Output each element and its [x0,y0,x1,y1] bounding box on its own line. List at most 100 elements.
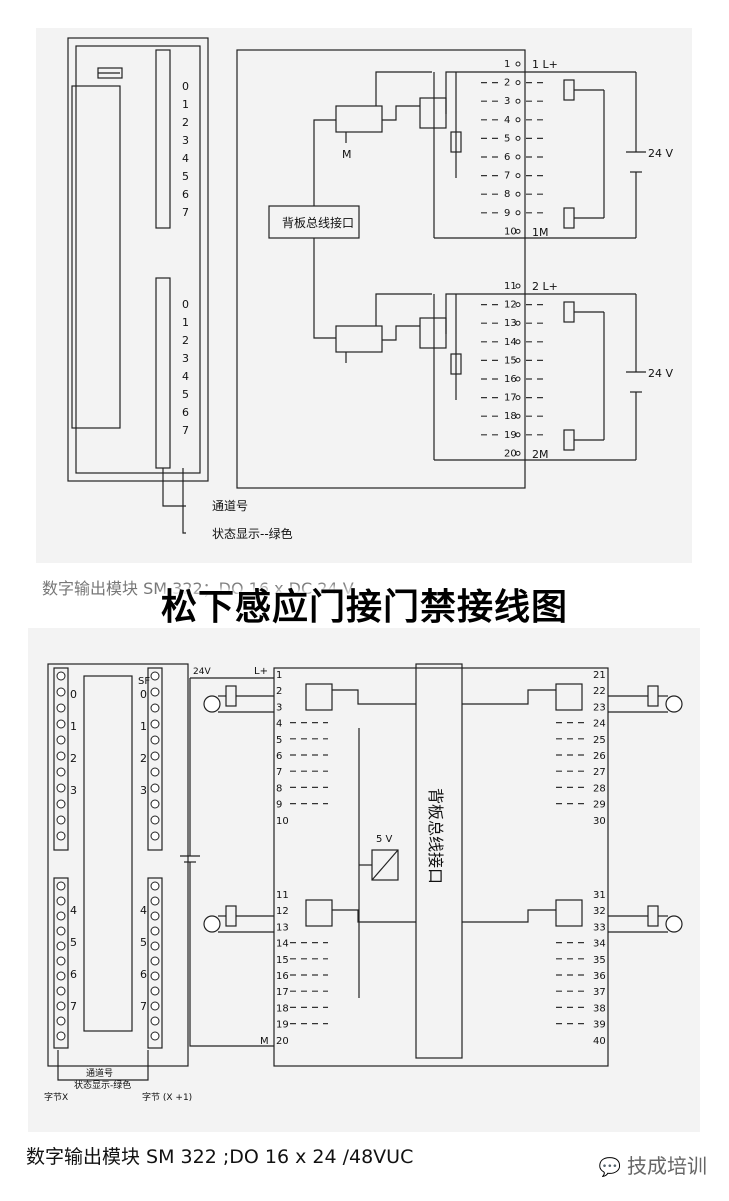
group2-m-label: 2M [532,448,549,461]
group1-m-label: 1M [532,226,549,239]
led-left-a-5 [56,751,66,761]
led-right-a-3 [150,719,160,729]
terminal-dot-15 [515,357,521,363]
led-right-b-0 [150,881,160,891]
terminal-6: 6 [276,751,282,762]
terminal-25: 25 [593,735,606,746]
terminal-7: 7 [504,171,510,182]
terminal-5: 5 [504,133,510,144]
led-left-b-7 [56,986,66,996]
led-left-b-3 [56,926,66,936]
terminal-12: 12 [504,300,517,311]
led-right-b-5 [150,956,160,966]
terminal-dot-5 [515,135,521,141]
terminal-36: 36 [593,971,606,982]
m-label-bottom: M [260,1036,269,1047]
terminal-33: 33 [593,922,606,933]
terminal-17: 17 [504,393,517,404]
channel-1-lower: 1 [182,316,189,329]
terminal-31: 31 [593,890,606,901]
terminal-38: 38 [593,1003,606,1014]
led-right-a-1 [150,687,160,697]
led-right-b-3 [150,926,160,936]
terminal-dot-20 [515,450,521,456]
watermark: 💬技成培训 [599,1150,707,1179]
byte-x1-channel-5: 5 [140,936,147,949]
channel-0-lower: 0 [182,298,189,311]
terminal-13: 13 [276,922,289,933]
sf-label: SF [138,676,150,687]
led-right-a-0 [150,671,160,681]
led-right-a-4 [150,735,160,745]
led-right-a-8 [150,799,160,809]
terminal-dot-3 [515,98,521,104]
terminal-32: 32 [593,906,606,917]
terminal-19: 19 [504,430,517,441]
status-display-label-bottom: 状态显示-绿色 [74,1079,131,1091]
led-right-b-8 [150,1001,160,1011]
led-left-a-6 [56,767,66,777]
byte-x1-channel-4: 4 [140,904,147,917]
channel-3-upper: 3 [182,134,189,147]
channel-2-upper: 2 [182,116,189,129]
byte-x-channel-5: 5 [70,936,77,949]
terminal-9: 9 [276,800,282,811]
terminal-11: 11 [504,281,517,292]
terminal-13: 13 [504,318,517,329]
bottom-wiring-diagram: 24V L+ M 5 V SF 背板总线接口 通道号 状态显示-绿色 字节X 字… [44,663,683,1103]
terminal-12: 12 [276,906,289,917]
terminal-8: 8 [276,783,282,794]
bus-interface-label: 背板总线接口 [282,215,354,230]
terminal-dot-18 [515,413,521,419]
terminal-5: 5 [276,735,282,746]
led-left-a-9 [56,815,66,825]
terminal-2: 2 [504,78,510,89]
terminal-dot-17 [515,395,521,401]
byte-x-channel-4: 4 [70,904,77,917]
led-right-a-2 [150,703,160,713]
led-left-b-1 [56,896,66,906]
led-left-b-6 [56,971,66,981]
terminal-dot-16 [515,376,521,382]
terminal-dot-14 [515,339,521,345]
led-left-a-8 [56,799,66,809]
byte-x-label: 字节X [44,1091,68,1103]
channel-7-lower: 7 [182,424,189,437]
terminal-dot-11 [515,283,521,289]
led-right-b-10 [150,1031,160,1041]
bus-interface-vertical: 背板总线接口 [426,788,445,884]
channel-7-upper: 7 [182,206,189,219]
led-left-b-4 [56,941,66,951]
terminal-15: 15 [276,955,289,966]
led-left-b-9 [56,1016,66,1026]
lplus-label: L+ [254,666,268,677]
terminal-dot-4 [515,117,521,123]
bottom-caption: 数字输出模块 SM 322 ;DO 16 x 24 /48VUC [26,1146,414,1168]
terminal-16: 16 [504,374,517,385]
terminal-dot-12 [515,302,521,308]
terminal-16: 16 [276,971,289,982]
terminal-29: 29 [593,800,606,811]
led-right-b-7 [150,986,160,996]
supply-label-1: 24 V [648,147,673,160]
terminal-6: 6 [504,152,510,163]
channel-0-upper: 0 [182,80,189,93]
terminal-39: 39 [593,1020,606,1031]
terminal-30: 30 [593,816,606,827]
terminal-40: 40 [593,1036,606,1047]
terminal-3: 3 [276,702,282,713]
channel-6-upper: 6 [182,188,189,201]
led-left-a-2 [56,703,66,713]
byte-x1-channel-7: 7 [140,1000,147,1013]
channel-6-lower: 6 [182,406,189,419]
terminal-14: 14 [504,337,517,348]
terminal-1: 1 [276,670,282,681]
top-dash-rows [481,81,548,436]
bottom-dash-rows [290,721,588,1025]
byte-x1-label: 字节 (X +1) [142,1091,192,1103]
